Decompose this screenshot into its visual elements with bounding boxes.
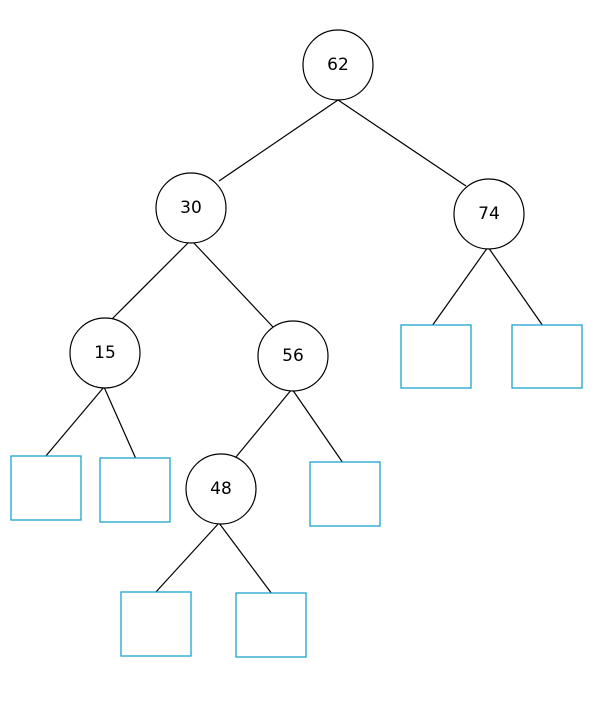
tree-node-56: 56 — [257, 320, 329, 392]
tree-leaves — [10, 324, 583, 658]
tree-node-15: 15 — [69, 317, 141, 389]
tree-node-48: 48 — [185, 453, 257, 525]
leaf-box-15-right — [99, 457, 171, 523]
edge-15-leaf-right — [103, 386, 137, 460]
node-value: 62 — [327, 55, 349, 75]
edge-15-leaf-left — [44, 386, 105, 458]
edge-74-leaf-right — [487, 246, 544, 327]
leaf-box-74-left — [400, 324, 472, 389]
node-circle — [185, 453, 257, 525]
edge-30-15 — [110, 240, 191, 321]
node-circle — [257, 320, 329, 392]
node-value: 48 — [210, 479, 232, 499]
leaf-box-48-right — [235, 592, 307, 658]
node-value: 15 — [94, 343, 116, 363]
node-circle — [69, 317, 141, 389]
leaf-box-56-right — [309, 461, 381, 527]
node-value: 56 — [282, 346, 304, 366]
tree-node-74: 74 — [453, 178, 525, 250]
edge-30-56 — [191, 240, 274, 328]
edge-74-leaf-left — [431, 246, 489, 327]
leaf-box-48-left — [120, 591, 192, 657]
edge-62-30 — [218, 99, 339, 182]
tree-node-30: 30 — [155, 172, 227, 244]
tree-node-62: 62 — [302, 29, 374, 101]
tree-edges — [44, 99, 544, 595]
leaf-box-15-left — [10, 455, 82, 521]
node-circle — [155, 172, 227, 244]
edge-56-48 — [235, 388, 293, 458]
node-circle — [302, 29, 374, 101]
node-value: 74 — [478, 204, 500, 224]
leaf-box-74-right — [511, 324, 583, 389]
edge-48-leaf-left — [154, 522, 220, 594]
node-value: 30 — [180, 198, 202, 218]
edge-56-leaf-right — [291, 388, 344, 464]
node-circle — [453, 178, 525, 250]
edge-48-leaf-right — [218, 522, 273, 595]
edge-62-74 — [337, 99, 467, 187]
